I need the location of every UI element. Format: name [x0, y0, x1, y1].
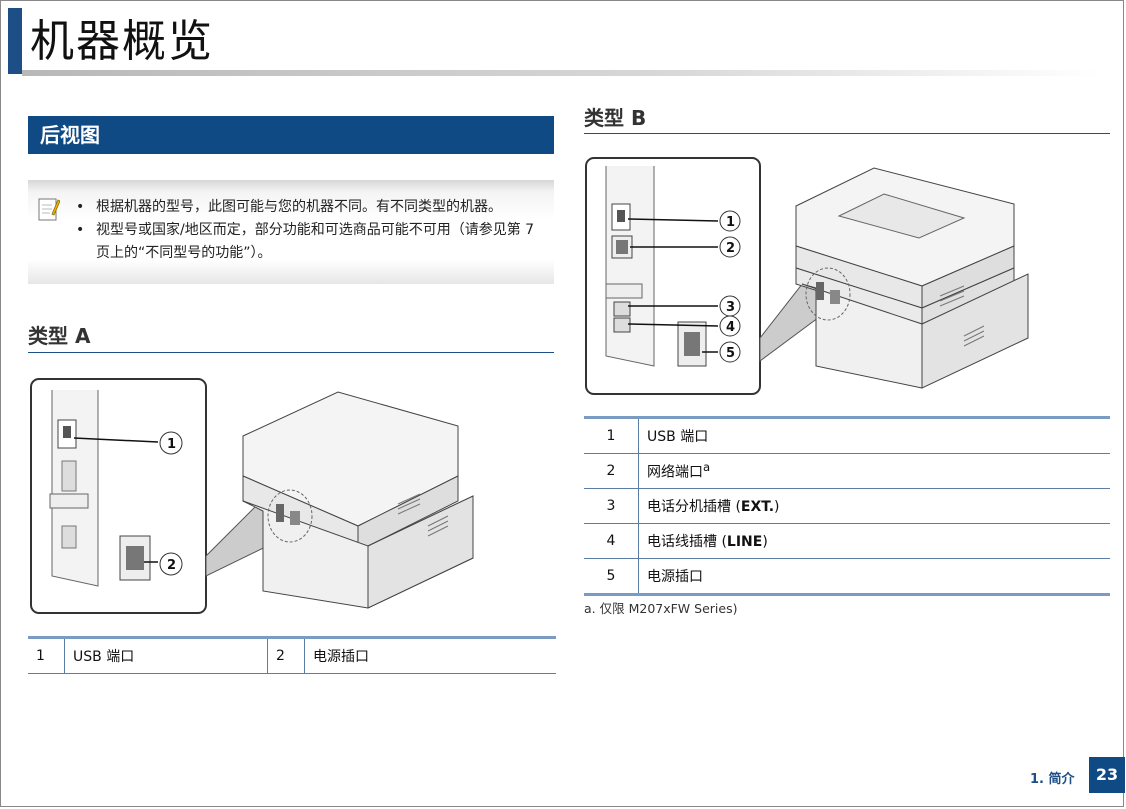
callout-label: 1 [726, 215, 735, 230]
type-a-illustration: 1 2 [30, 378, 474, 614]
note-pencil-icon [38, 198, 60, 221]
table-row: 1 USB 端口 2 电源插口 [28, 639, 556, 674]
table-cell-bold-text: EXT. [740, 499, 775, 515]
table-cell-number: 1 [584, 419, 639, 454]
type-b-heading: 类型 B [584, 106, 647, 130]
note-list: 根据机器的型号，此图可能与您的机器不同。有不同类型的机器。 视型号或国家/地区而… [76, 196, 546, 265]
footnote-marker: a [703, 460, 711, 475]
type-a-table-top-rule [28, 636, 556, 639]
section-header-rear-view: 后视图 [28, 116, 554, 154]
callout-label: 2 [167, 558, 176, 573]
type-b-table: 1 USB 端口 2 网络端口a 3 电话分机插槽 (EXT.) 4 电话线插槽… [584, 419, 1110, 596]
table-cell-label: USB 端口 [64, 639, 268, 674]
table-row: 3 电话分机插槽 (EXT.) [584, 488, 1110, 524]
table-cell-label: USB 端口 [638, 419, 1110, 454]
table-cell-label: 电话线插槽 (LINE) [638, 523, 1110, 559]
note-item: 根据机器的型号，此图可能与您的机器不同。有不同类型的机器。 [76, 196, 546, 219]
table-cell-number: 1 [28, 639, 65, 674]
title-accent-bar [8, 8, 22, 74]
table-cell-label-text: 网络端口 [647, 464, 703, 481]
callout-label: 2 [726, 241, 735, 256]
table-cell-number: 3 [584, 488, 639, 524]
table-cell-tail: ) [762, 534, 768, 550]
table-cell-number: 2 [267, 639, 305, 674]
footnote: a. 仅限 M207xFW Series) [584, 601, 738, 616]
note-box: 根据机器的型号，此图可能与您的机器不同。有不同类型的机器。 视型号或国家/地区而… [28, 180, 554, 284]
table-cell-number: 4 [584, 523, 639, 559]
table-cell-bold-text: LINE [726, 534, 763, 550]
table-cell-label-text: 电源插口 [647, 569, 703, 585]
table-row: 4 电话线插槽 (LINE) [584, 523, 1110, 559]
table-row: 1 USB 端口 [584, 419, 1110, 454]
table-cell-label-text: 电话线插槽 ( [647, 534, 727, 550]
type-b-table-top-rule [584, 416, 1110, 419]
callout-label: 1 [167, 437, 176, 452]
type-a-table: 1 USB 端口 2 电源插口 [28, 639, 556, 674]
callout-label: 3 [726, 300, 735, 315]
note-item: 视型号或国家/地区而定，部分功能和可选商品可能不可用（请参见第 7 页上的“不同… [76, 219, 546, 265]
type-a-rule [28, 352, 554, 353]
table-cell-tail: ) [774, 499, 780, 515]
footer-chapter-label: 1. 简介 [1030, 772, 1075, 787]
callout-label: 4 [726, 320, 735, 335]
type-a-heading: 类型 A [28, 324, 91, 348]
callout-label: 5 [726, 346, 735, 361]
table-cell-label: 电话分机插槽 (EXT.) [638, 488, 1110, 524]
table-cell-label: 网络端口a [638, 453, 1110, 489]
title-rule [22, 70, 1102, 76]
table-cell-number: 5 [584, 558, 639, 596]
table-cell-label: 电源插口 [638, 558, 1110, 596]
type-b-illustration: 1 2 3 4 5 [585, 157, 1029, 395]
table-cell-label-text: USB 端口 [647, 429, 709, 445]
table-row: 2 网络端口a [584, 453, 1110, 489]
page-number: 23 [1089, 757, 1125, 793]
table-cell-number: 2 [584, 453, 639, 489]
table-row: 5 电源插口 [584, 558, 1110, 596]
page-title: 机器概览 [30, 16, 214, 67]
table-cell-label: 电源插口 [304, 639, 556, 674]
table-cell-label-text: 电话分机插槽 ( [647, 499, 741, 515]
type-b-rule [584, 133, 1110, 134]
